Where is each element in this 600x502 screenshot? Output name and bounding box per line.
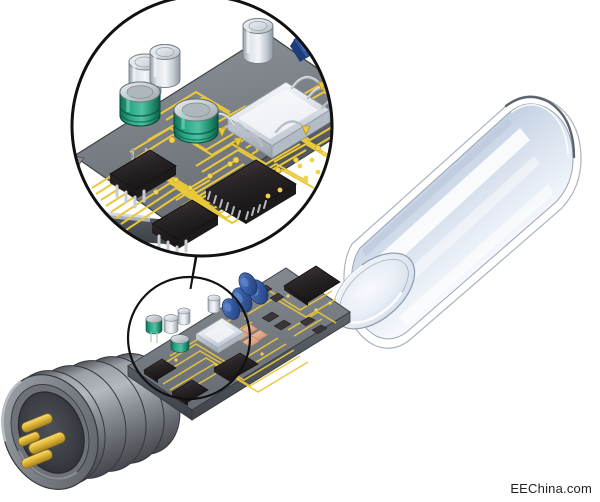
housing-highlights [362, 118, 553, 326]
connector-end-cap [1, 351, 207, 490]
qfp-ic-black [283, 265, 341, 306]
connector-pin [21, 413, 53, 433]
silver-die-with-wire-bonds [227, 81, 331, 159]
housing-closed-end-edge [504, 95, 576, 159]
detail-smd-pads [265, 151, 327, 199]
ic-pins [207, 191, 267, 220]
wide-soic-ic-black [205, 159, 297, 224]
soic-ic-black [151, 199, 219, 256]
ic-pins [115, 184, 146, 209]
capacitor-silver-cylindrical [163, 294, 221, 334]
electrolytic-capacitor-green-surface [173, 98, 219, 144]
electrolytic-capacitor-green [145, 314, 190, 353]
connector-pin [21, 449, 53, 469]
die-side-right [271, 109, 331, 159]
capacitor-silver-cylindrical [128, 18, 274, 101]
magnified-detail-circle [70, 0, 334, 258]
soic-ic-black [143, 358, 177, 383]
housing-closed-end-highlight [511, 103, 569, 155]
disc-capacitor-blue [221, 272, 269, 320]
connector-pin [17, 431, 41, 447]
main-pcb-edge-right [191, 311, 351, 421]
watermark-eechina: EEChina.com [510, 481, 592, 496]
connector-pin [28, 431, 66, 455]
soic-ic-black [109, 149, 177, 209]
magnifier-ring [70, 0, 334, 258]
silver-die-module [195, 317, 245, 353]
detail-target-circle [126, 275, 252, 401]
magnified-pcb-detail [72, 18, 332, 256]
connector-pins [17, 413, 66, 469]
housing-tube [332, 95, 582, 349]
